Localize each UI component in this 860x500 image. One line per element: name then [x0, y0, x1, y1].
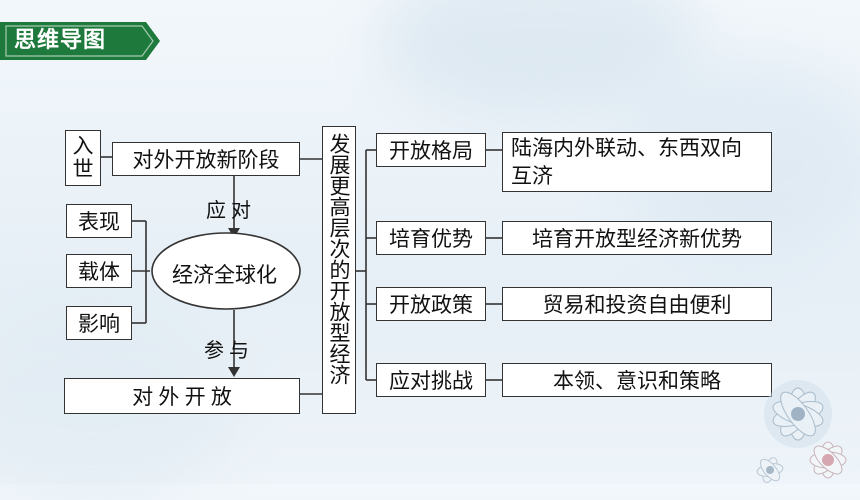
connector-lines — [100, 149, 502, 395]
main-vertical-text: 发展更高层次的开放型经济 — [327, 133, 351, 385]
branch-category-box: 开放政策 — [376, 287, 486, 321]
new-stage-box: 对外开放新阶段 — [112, 142, 300, 176]
aspect-box-zaiti: 载体 — [66, 254, 132, 288]
branch-content-text: 培育开放型经济新优势 — [532, 227, 742, 251]
branch-category-text: 开放政策 — [389, 293, 473, 317]
participate-label: 参 与 — [204, 340, 249, 362]
branch-category-box: 培育优势 — [376, 221, 486, 255]
title-badge-shape — [0, 22, 160, 60]
branch-content-box: 培育开放型经济新优势 — [502, 221, 772, 255]
opening-box: 对 外 开 放 — [64, 378, 300, 414]
respond-label: 应 对 — [206, 200, 251, 222]
branch-category-text: 开放格局 — [389, 139, 473, 163]
globalization-ellipse — [151, 232, 301, 310]
branch-content-box: 贸易和投资自由便利 — [502, 287, 772, 321]
branch-content-text: 陆海内外联动、东西双向互济 — [511, 136, 742, 188]
aspect-box-yingxiang: 影响 — [66, 306, 132, 340]
ru-shi-text: 入世 — [72, 134, 94, 181]
branch-category-text: 应对挑战 — [389, 369, 473, 393]
branch-content-box: 陆海内外联动、东西双向互济 — [502, 132, 772, 192]
branch-content-box: 本领、意识和策略 — [502, 363, 772, 397]
ru-shi-box: 入世 — [65, 130, 101, 186]
aspect-text: 影响 — [78, 312, 120, 336]
branch-category-text: 培育优势 — [389, 227, 473, 251]
opening-text: 对 外 开 放 — [132, 385, 232, 409]
title-badge: 思维导图 — [0, 22, 160, 60]
aspect-box-biaoxian: 表现 — [66, 204, 132, 238]
new-stage-text: 对外开放新阶段 — [132, 148, 280, 172]
main-vertical-box: 发展更高层次的开放型经济 — [322, 126, 356, 414]
aspect-text: 载体 — [78, 260, 120, 284]
globalization-text: 经济全球化 — [172, 263, 277, 287]
branch-category-box: 开放格局 — [376, 133, 486, 167]
branch-content-text: 本领、意识和策略 — [553, 369, 721, 393]
page-title: 思维导图 — [14, 28, 107, 53]
flower-decoration-icon — [756, 380, 847, 483]
branch-content-text: 贸易和投资自由便利 — [542, 293, 732, 317]
branch-category-box: 应对挑战 — [376, 363, 486, 397]
aspect-text: 表现 — [78, 210, 120, 234]
